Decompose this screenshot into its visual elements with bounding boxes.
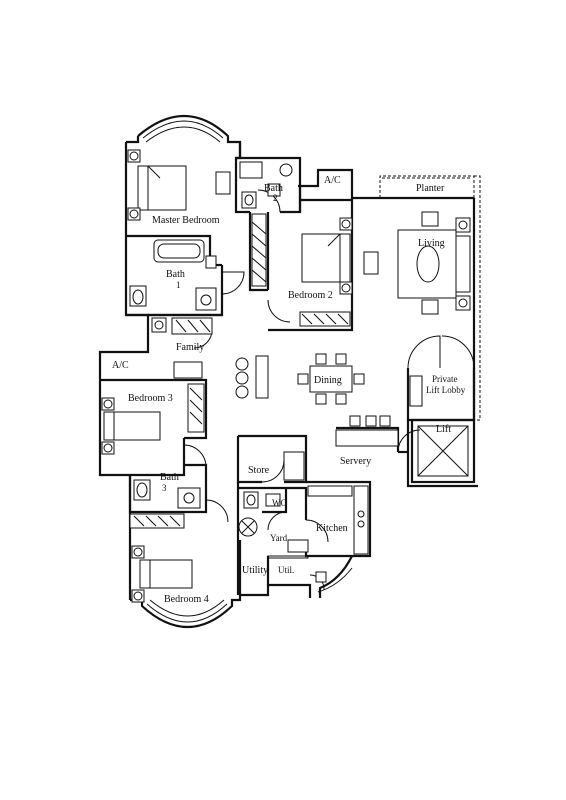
bath-2-fixtures-icon — [239, 161, 293, 209]
dining-table-icon — [297, 353, 365, 405]
label-bedroom-2: Bedroom 2 — [288, 290, 333, 301]
label-planter: Planter — [416, 183, 445, 194]
sideboard-icon — [235, 355, 269, 399]
label-bath-3-number: 3 — [162, 483, 167, 493]
servery-counter-icon — [283, 415, 399, 481]
room-labels: Master Bedroom Bath 2 A/C Planter Living… — [112, 175, 466, 605]
label-dining: Dining — [314, 375, 342, 386]
kitchen-counter-icon — [307, 485, 369, 583]
living-sofa-set-icon — [397, 211, 471, 315]
tv-console-icon — [215, 171, 231, 195]
label-bedroom-4: Bedroom 4 — [164, 594, 209, 605]
family-furniture-icon — [151, 317, 213, 379]
label-lift-lobby: Lift Lobby — [426, 385, 466, 395]
label-wc: WC — [272, 498, 287, 508]
label-master-bedroom: Master Bedroom — [152, 215, 220, 226]
label-bedroom-3: Bedroom 3 — [128, 393, 173, 404]
yard-divider — [267, 555, 309, 559]
bedroom-3-bed-icon — [101, 383, 205, 455]
label-bath-3: Bath — [160, 472, 179, 483]
label-private: Private — [432, 374, 458, 384]
label-yard: Yard — [270, 533, 288, 543]
master-bed-icon — [127, 149, 187, 221]
wardrobe-icon — [251, 213, 267, 287]
bath-1-fixtures-icon — [129, 239, 217, 311]
label-servery: Servery — [340, 456, 371, 467]
label-store: Store — [248, 465, 270, 476]
label-lift: Lift — [436, 424, 451, 435]
bedroom-2-bed-icon — [299, 217, 379, 327]
interior-walls — [100, 142, 476, 595]
bath-3-fixtures-icon — [129, 479, 201, 529]
label-living: Living — [418, 238, 445, 249]
label-kitchen: Kitchen — [316, 523, 348, 534]
label-bath-2: Bath — [264, 183, 283, 194]
label-ac-top: A/C — [324, 175, 341, 186]
label-ac-left: A/C — [112, 360, 129, 371]
label-bath-1-number: 1 — [176, 280, 181, 290]
label-bath-2-number: 2 — [273, 193, 278, 203]
label-bath-1: Bath — [166, 269, 185, 280]
label-util: Util. — [278, 565, 294, 575]
wc-fixtures-icon — [238, 491, 309, 553]
planter-area — [379, 175, 481, 421]
bedroom-4-bed-icon — [131, 545, 193, 603]
label-utility: Utility — [242, 565, 268, 576]
lobby-console-icon — [409, 375, 423, 407]
label-family: Family — [176, 342, 204, 353]
